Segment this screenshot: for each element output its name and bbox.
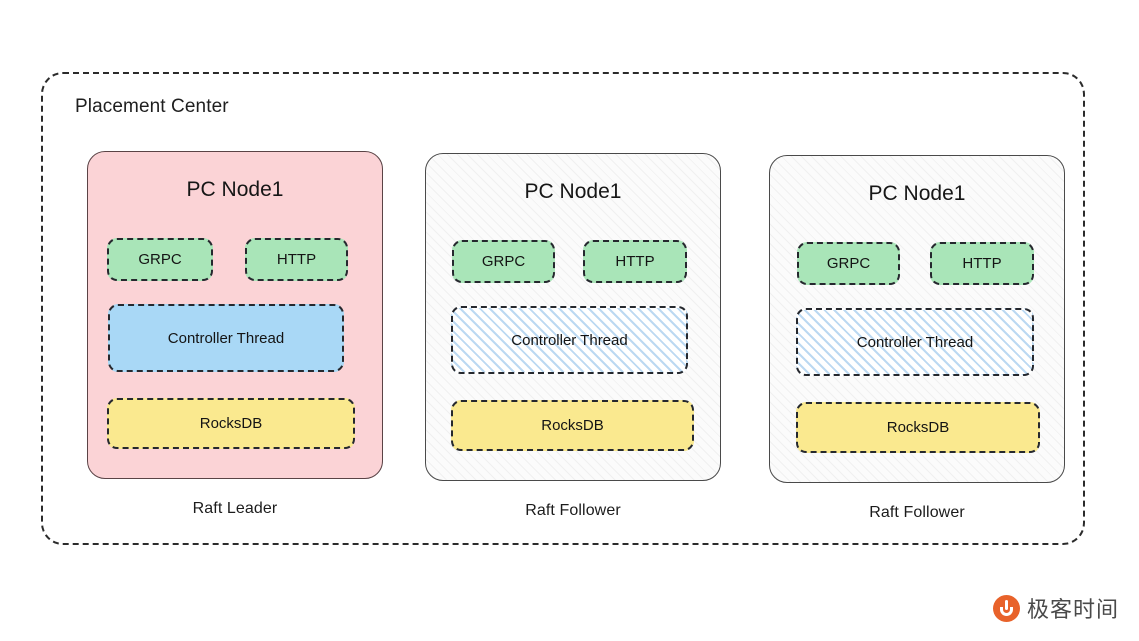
service-box-http-2[interactable]: HTTP	[583, 240, 687, 283]
service-box-http-1[interactable]: HTTP	[245, 238, 348, 281]
placement-center-container: Placement Center PC Node1 GRPC HTTP Cont…	[41, 72, 1085, 545]
service-box-grpc-2[interactable]: GRPC	[452, 240, 555, 283]
pc-node-column-2: PC Node1 GRPC HTTP Controller Thread Roc…	[425, 153, 721, 520]
pc-node-role-label-1: Raft Leader	[192, 500, 278, 517]
service-box-controller-thread-1[interactable]: Controller Thread	[108, 304, 344, 372]
service-box-grpc-1[interactable]: GRPC	[107, 238, 213, 281]
pc-node-role-label-3: Raft Follower	[869, 504, 965, 521]
service-box-controller-thread-3[interactable]: Controller Thread	[796, 308, 1034, 376]
pc-node-role-label-2: Raft Follower	[525, 502, 621, 519]
service-box-rocksdb-2[interactable]: RocksDB	[451, 400, 694, 451]
geektime-logo-icon	[993, 594, 1020, 622]
watermark-text: 极客时间	[1027, 597, 1120, 622]
service-box-grpc-3[interactable]: GRPC	[797, 242, 900, 285]
pc-node-title-1: PC Node1	[186, 178, 284, 201]
service-box-rocksdb-3[interactable]: RocksDB	[796, 402, 1040, 453]
pc-node-box-1[interactable]: PC Node1 GRPC HTTP Controller Thread Roc…	[87, 151, 383, 479]
pc-node-column-3: PC Node1 GRPC HTTP Controller Thread Roc…	[769, 155, 1065, 522]
pc-node-column-1: PC Node1 GRPC HTTP Controller Thread Roc…	[87, 151, 383, 518]
pc-node-title-2: PC Node1	[524, 180, 622, 203]
service-box-http-3[interactable]: HTTP	[930, 242, 1034, 285]
pc-node-title-3: PC Node1	[868, 182, 966, 205]
placement-center-title: Placement Center	[75, 96, 229, 117]
pc-node-box-2[interactable]: PC Node1 GRPC HTTP Controller Thread Roc…	[425, 153, 721, 481]
service-box-controller-thread-2[interactable]: Controller Thread	[451, 306, 688, 374]
watermark: 极客时间	[993, 592, 1119, 624]
pc-node-box-3[interactable]: PC Node1 GRPC HTTP Controller Thread Roc…	[769, 155, 1065, 483]
service-box-rocksdb-1[interactable]: RocksDB	[107, 398, 355, 449]
